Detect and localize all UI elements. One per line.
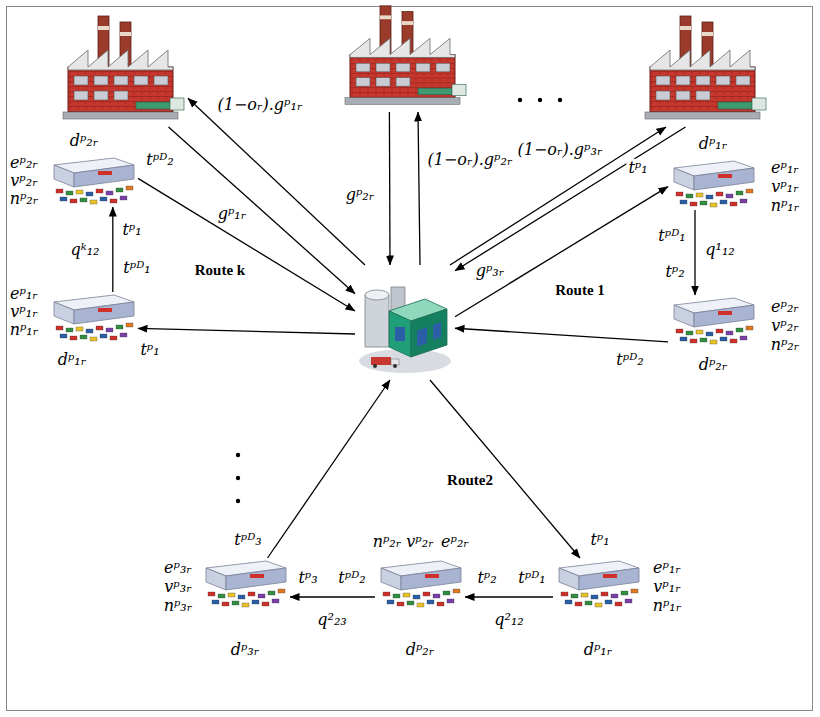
time-label: tᵖ₁ (588, 531, 611, 549)
node-label: vᵖ₂ᵣ (404, 533, 435, 551)
flow-arrow (418, 112, 420, 265)
store-picture (668, 295, 758, 347)
flow-arrow (430, 380, 580, 558)
node-label: nᵖ₁ᵣ (651, 597, 684, 615)
node-label: vᵖ₃ᵣ (162, 578, 193, 596)
flow-arrow (169, 127, 356, 294)
node-label: eᵖ₂ᵣ (769, 298, 801, 316)
node-label: dᵖ₂ᵣ (404, 641, 437, 659)
time-label: tᵖ₂ (663, 263, 686, 281)
flow-label: q²₂₃ (315, 611, 348, 629)
store-node: dᵖ₂ᵣeᵖ₂ᵣvᵖ₂ᵣnᵖ₂ᵣ (48, 155, 138, 207)
time-label: tᵖᴰ₂ (336, 569, 367, 587)
node-label: vᵖ₂ᵣ (769, 317, 800, 335)
node-label: dᵖ₁ᵣ (56, 351, 89, 369)
flow-label: (1−oᵣ).gᵖ₃ᵣ (516, 141, 605, 159)
factory-node (340, 2, 470, 112)
flow-arrow (455, 127, 686, 271)
node-label: eᵖ₁ᵣ (769, 159, 801, 177)
depot-picture (355, 265, 455, 380)
factory-picture (340, 2, 470, 112)
flow-arrow (268, 380, 391, 558)
node-label: vᵖ₁ᵣ (8, 303, 39, 321)
time-label: tᵖᴰ₂ (614, 351, 645, 369)
time-label: tᵖᴰ₂ (144, 151, 175, 169)
node-label: nᵖ₂ᵣ (769, 336, 802, 354)
depot-node (355, 265, 455, 380)
flow-label: q²₁₂ (492, 611, 525, 629)
flow-label: q¹₁₂ (703, 241, 736, 259)
node-label: vᵖ₁ᵣ (651, 578, 682, 596)
store-node: eᵖ₂ᵣvᵖ₂ᵣnᵖ₂ᵣdᵖ₂ᵣ (668, 295, 758, 347)
store-picture (668, 158, 758, 210)
store-picture (200, 558, 290, 610)
flow-arrow (455, 187, 668, 317)
node-label: nᵖ₁ᵣ (8, 321, 41, 339)
flow-arrow (290, 596, 375, 597)
route-label: Route 1 (553, 282, 607, 299)
flow-label: gᵖ₂ᵣ (344, 186, 377, 204)
factory-node (58, 12, 188, 127)
time-label: tᵖᴰ₃ (232, 531, 263, 549)
store-picture (553, 558, 643, 610)
time-label: tᵖ₃ (296, 569, 319, 587)
node-label: vᵖ₁ᵣ (769, 178, 800, 196)
ellipsis-dots (236, 98, 562, 503)
flow-arrow (694, 210, 695, 295)
node-label: dᵖ₂ᵣ (697, 356, 730, 374)
node-label: dᵖ₁ᵣ (697, 135, 730, 153)
store-node: dᵖ₁ᵣeᵖ₁ᵣvᵖ₁ᵣnᵖ₁ᵣ (668, 158, 758, 210)
flow-arrow (138, 178, 355, 311)
node-label: eᵖ₂ᵣ (8, 154, 40, 172)
node-label: dᵖ₃ᵣ (229, 641, 262, 659)
node-label: eᵖ₂ᵣ (439, 533, 471, 551)
node-label: eᵖ₃ᵣ (162, 559, 194, 577)
flow-arrow (138, 328, 355, 334)
flow-label: (1−oᵣ).gᵖ₁ᵣ (216, 96, 305, 114)
flow-arrow (450, 127, 666, 265)
factory-node (640, 12, 770, 127)
flow-arrow (389, 112, 391, 265)
factory-picture (58, 12, 188, 127)
flow-label: gᵖ₁ᵣ (216, 205, 249, 223)
route-label: Route k (193, 262, 247, 279)
flow-arrow (112, 207, 113, 292)
store-picture (48, 155, 138, 207)
node-label: nᵖ₂ᵣ (8, 190, 41, 208)
time-label: tᵖᴰ₁ (516, 569, 547, 587)
store-picture (375, 558, 465, 610)
node-label: dᵖ₂ᵣ (68, 132, 101, 150)
store-node: nᵖ₂ᵣvᵖ₂ᵣeᵖ₂ᵣdᵖ₂ᵣ (375, 558, 465, 610)
store-picture (48, 292, 138, 344)
flow-arrow (465, 596, 553, 597)
time-label: tᵖ₁ (138, 341, 161, 359)
flow-arrow (455, 328, 668, 342)
store-node: eᵖ₃ᵣvᵖ₃ᵣnᵖ₃ᵣdᵖ₃ᵣ (200, 558, 290, 610)
flow-label: qᵏ₁₂ (69, 241, 102, 259)
time-label: tᵖ₁ (626, 159, 649, 177)
node-label: dᵖ₁ᵣ (582, 641, 615, 659)
frame (7, 7, 813, 711)
time-label: tᵖ₁ (120, 221, 143, 239)
node-label: nᵖ₃ᵣ (162, 597, 195, 615)
flow-arrow (188, 98, 365, 265)
store-node: eᵖ₁ᵣvᵖ₁ᵣnᵖ₁ᵣdᵖ₁ᵣ (48, 292, 138, 344)
flow-label: (1−oᵣ).gᵖ₂ᵣ (426, 151, 515, 169)
node-label: nᵖ₁ᵣ (769, 197, 802, 215)
node-label: eᵖ₁ᵣ (8, 285, 40, 303)
route-label: Route2 (445, 472, 495, 489)
time-label: tᵖᴰ₁ (656, 227, 687, 245)
time-label: tᵖ₂ (475, 569, 498, 587)
time-label: tᵖᴰ₁ (121, 259, 152, 277)
node-label: nᵖ₂ᵣ (371, 533, 404, 551)
node-label: eᵖ₁ᵣ (651, 559, 683, 577)
node-label: vᵖ₂ᵣ (8, 172, 39, 190)
store-node: eᵖ₁ᵣvᵖ₁ᵣnᵖ₁ᵣdᵖ₁ᵣ (553, 558, 643, 610)
factory-picture (640, 12, 770, 127)
flow-label: gᵖ₃ᵣ (474, 262, 507, 280)
